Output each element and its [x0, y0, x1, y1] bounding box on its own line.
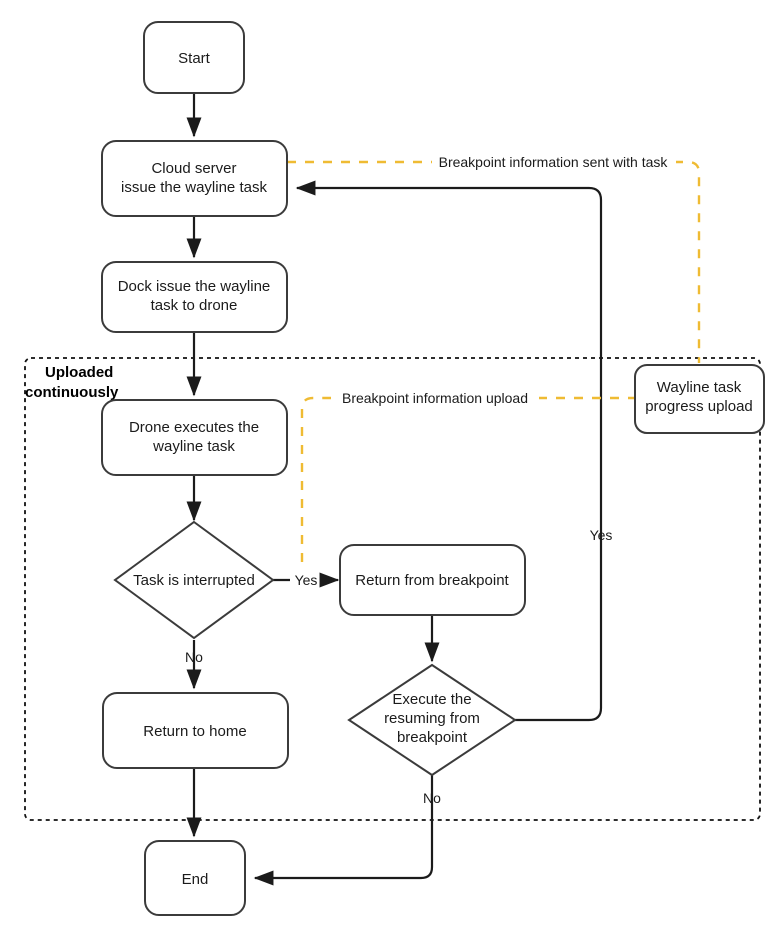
node-end-label: End — [182, 871, 209, 888]
node-execute-resuming-label-3: breakpoint — [397, 729, 468, 746]
edge-label-interrupted-no: No — [185, 649, 203, 665]
edge-breakpoint-sent-with-task — [287, 160, 701, 363]
node-start[interactable] — [143, 21, 245, 94]
edge-label-breakpoint-information-upload: Breakpoint information upload — [342, 390, 528, 406]
node-task-is-interrupted[interactable] — [113, 520, 275, 640]
node-start-label: Start — [178, 50, 211, 67]
group-uploaded-continuously — [24, 357, 761, 821]
node-cloud-server-label-2: issue the wayline task — [121, 179, 267, 196]
edge-label-breakpoint-sent-with-task: Breakpoint information sent with task — [439, 154, 669, 170]
node-wayline-progress-upload[interactable] — [634, 364, 765, 434]
node-cloud-server-label-1: Cloud server — [151, 160, 236, 177]
node-wayline-progress-upload-label-1: Wayline task — [657, 379, 742, 396]
label-bg-breakpoint-upload — [331, 389, 539, 408]
node-dock-issue-label-2: task to drone — [151, 297, 238, 314]
group-label-line1: Uploaded — [45, 364, 113, 381]
edge-label-resume-no: No — [423, 790, 441, 806]
node-execute-resuming-label-2: resuming from — [384, 710, 480, 727]
node-end[interactable] — [144, 840, 246, 916]
group-label-line2: continuously — [25, 384, 119, 401]
edge-label-resume-yes: Yes — [590, 527, 613, 543]
node-execute-resuming[interactable] — [347, 663, 517, 777]
node-drone-executes[interactable] — [101, 399, 288, 476]
node-task-is-interrupted-label: Task is interrupted — [133, 572, 255, 589]
node-return-to-home-label: Return to home — [143, 723, 246, 740]
node-execute-resuming-label-1: Execute the — [392, 691, 471, 708]
node-return-from-breakpoint[interactable] — [339, 544, 526, 616]
node-return-from-breakpoint-label: Return from breakpoint — [355, 572, 509, 589]
node-drone-executes-label-2: wayline task — [152, 438, 235, 455]
node-return-to-home[interactable] — [102, 692, 289, 769]
node-dock-issue[interactable] — [101, 261, 288, 333]
node-drone-executes-label-1: Drone executes the — [129, 419, 259, 436]
edge-resume-yes-to-cloud — [295, 180, 603, 722]
edge-resume-no-to-end — [253, 775, 434, 886]
edge-breakpoint-information-upload — [300, 396, 635, 562]
node-cloud-server[interactable] — [101, 140, 288, 217]
label-bg-breakpoint-sent — [432, 152, 676, 172]
node-dock-issue-label-1: Dock issue the wayline — [118, 278, 271, 295]
edge-label-interrupted-yes: Yes — [295, 572, 318, 588]
node-wayline-progress-upload-label-2: progress upload — [645, 398, 753, 415]
